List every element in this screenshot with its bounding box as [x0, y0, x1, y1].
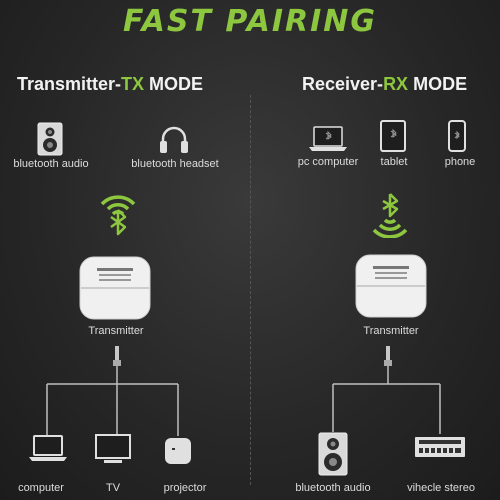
car-stereo-icon — [414, 436, 466, 458]
connection-tree — [300, 340, 480, 440]
top-device-label: tablet — [380, 156, 408, 168]
tv-icon — [95, 434, 131, 466]
speaker-icon — [318, 432, 348, 476]
transmitter-mode-title-prefix: Transmitter- — [17, 74, 122, 94]
receiver-mode-title-prefix: Receiver- — [302, 74, 384, 94]
bottom-device-label: bluetooth audio — [295, 482, 371, 494]
speaker-icon — [37, 122, 63, 156]
bottom-device-label: TV — [105, 482, 121, 494]
transmitter-device — [355, 254, 427, 318]
transmitter-mode-title-suffix: MODE — [144, 74, 204, 94]
transmitter-mode-title: Transmitter-TX MODE — [17, 74, 203, 95]
bottom-device-label: projector — [163, 482, 207, 494]
projector-icon — [164, 437, 192, 465]
device-label: Transmitter — [363, 325, 419, 337]
page-title: FAST PAIRING — [123, 4, 377, 39]
tablet-icon — [380, 120, 406, 152]
receiver-mode-title-suffix: MODE — [408, 74, 468, 94]
bottom-device-label: vihecle stereo — [407, 482, 475, 494]
section-divider — [250, 95, 251, 485]
receiver-mode-title: Receiver-RX MODE — [302, 74, 467, 95]
top-device-label: bluetooth audio — [13, 158, 89, 170]
laptop-icon — [28, 434, 68, 462]
device-label: Transmitter — [88, 325, 144, 337]
connection-tree — [20, 340, 220, 440]
bluetooth-broadcast-icon — [98, 190, 138, 236]
top-device-label: bluetooth headset — [131, 158, 219, 170]
laptop-icon — [308, 126, 348, 152]
phone-icon — [448, 120, 466, 152]
transmitter-mode-title-accent: TX — [121, 74, 145, 94]
top-device-label: phone — [444, 156, 476, 168]
bottom-device-label: computer — [18, 482, 64, 494]
headphones-icon — [158, 124, 190, 156]
top-device-label: pc computer — [297, 156, 359, 168]
receiver-mode-title-accent: RX — [383, 74, 409, 94]
bluetooth-receive-icon — [370, 192, 410, 238]
transmitter-device — [79, 256, 151, 320]
